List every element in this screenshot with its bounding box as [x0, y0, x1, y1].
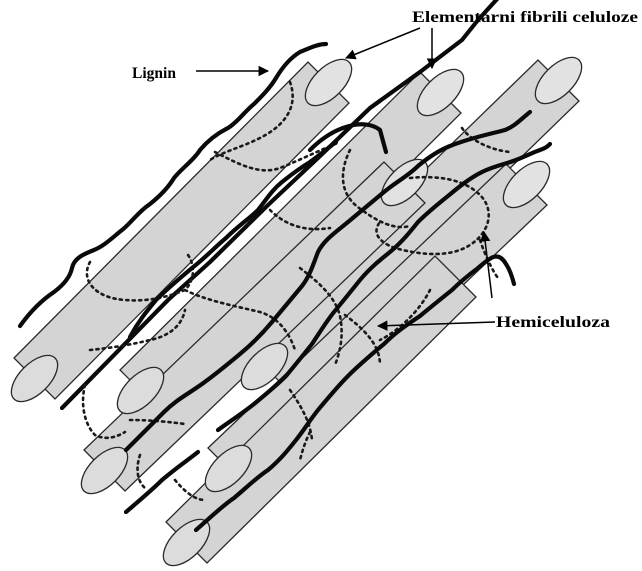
label-fibrils: Elementarni fibrili celuloze [412, 9, 638, 26]
label-lignin: Lignin [132, 65, 176, 82]
label-hemicellulose: Hemiceluloza [496, 314, 610, 331]
